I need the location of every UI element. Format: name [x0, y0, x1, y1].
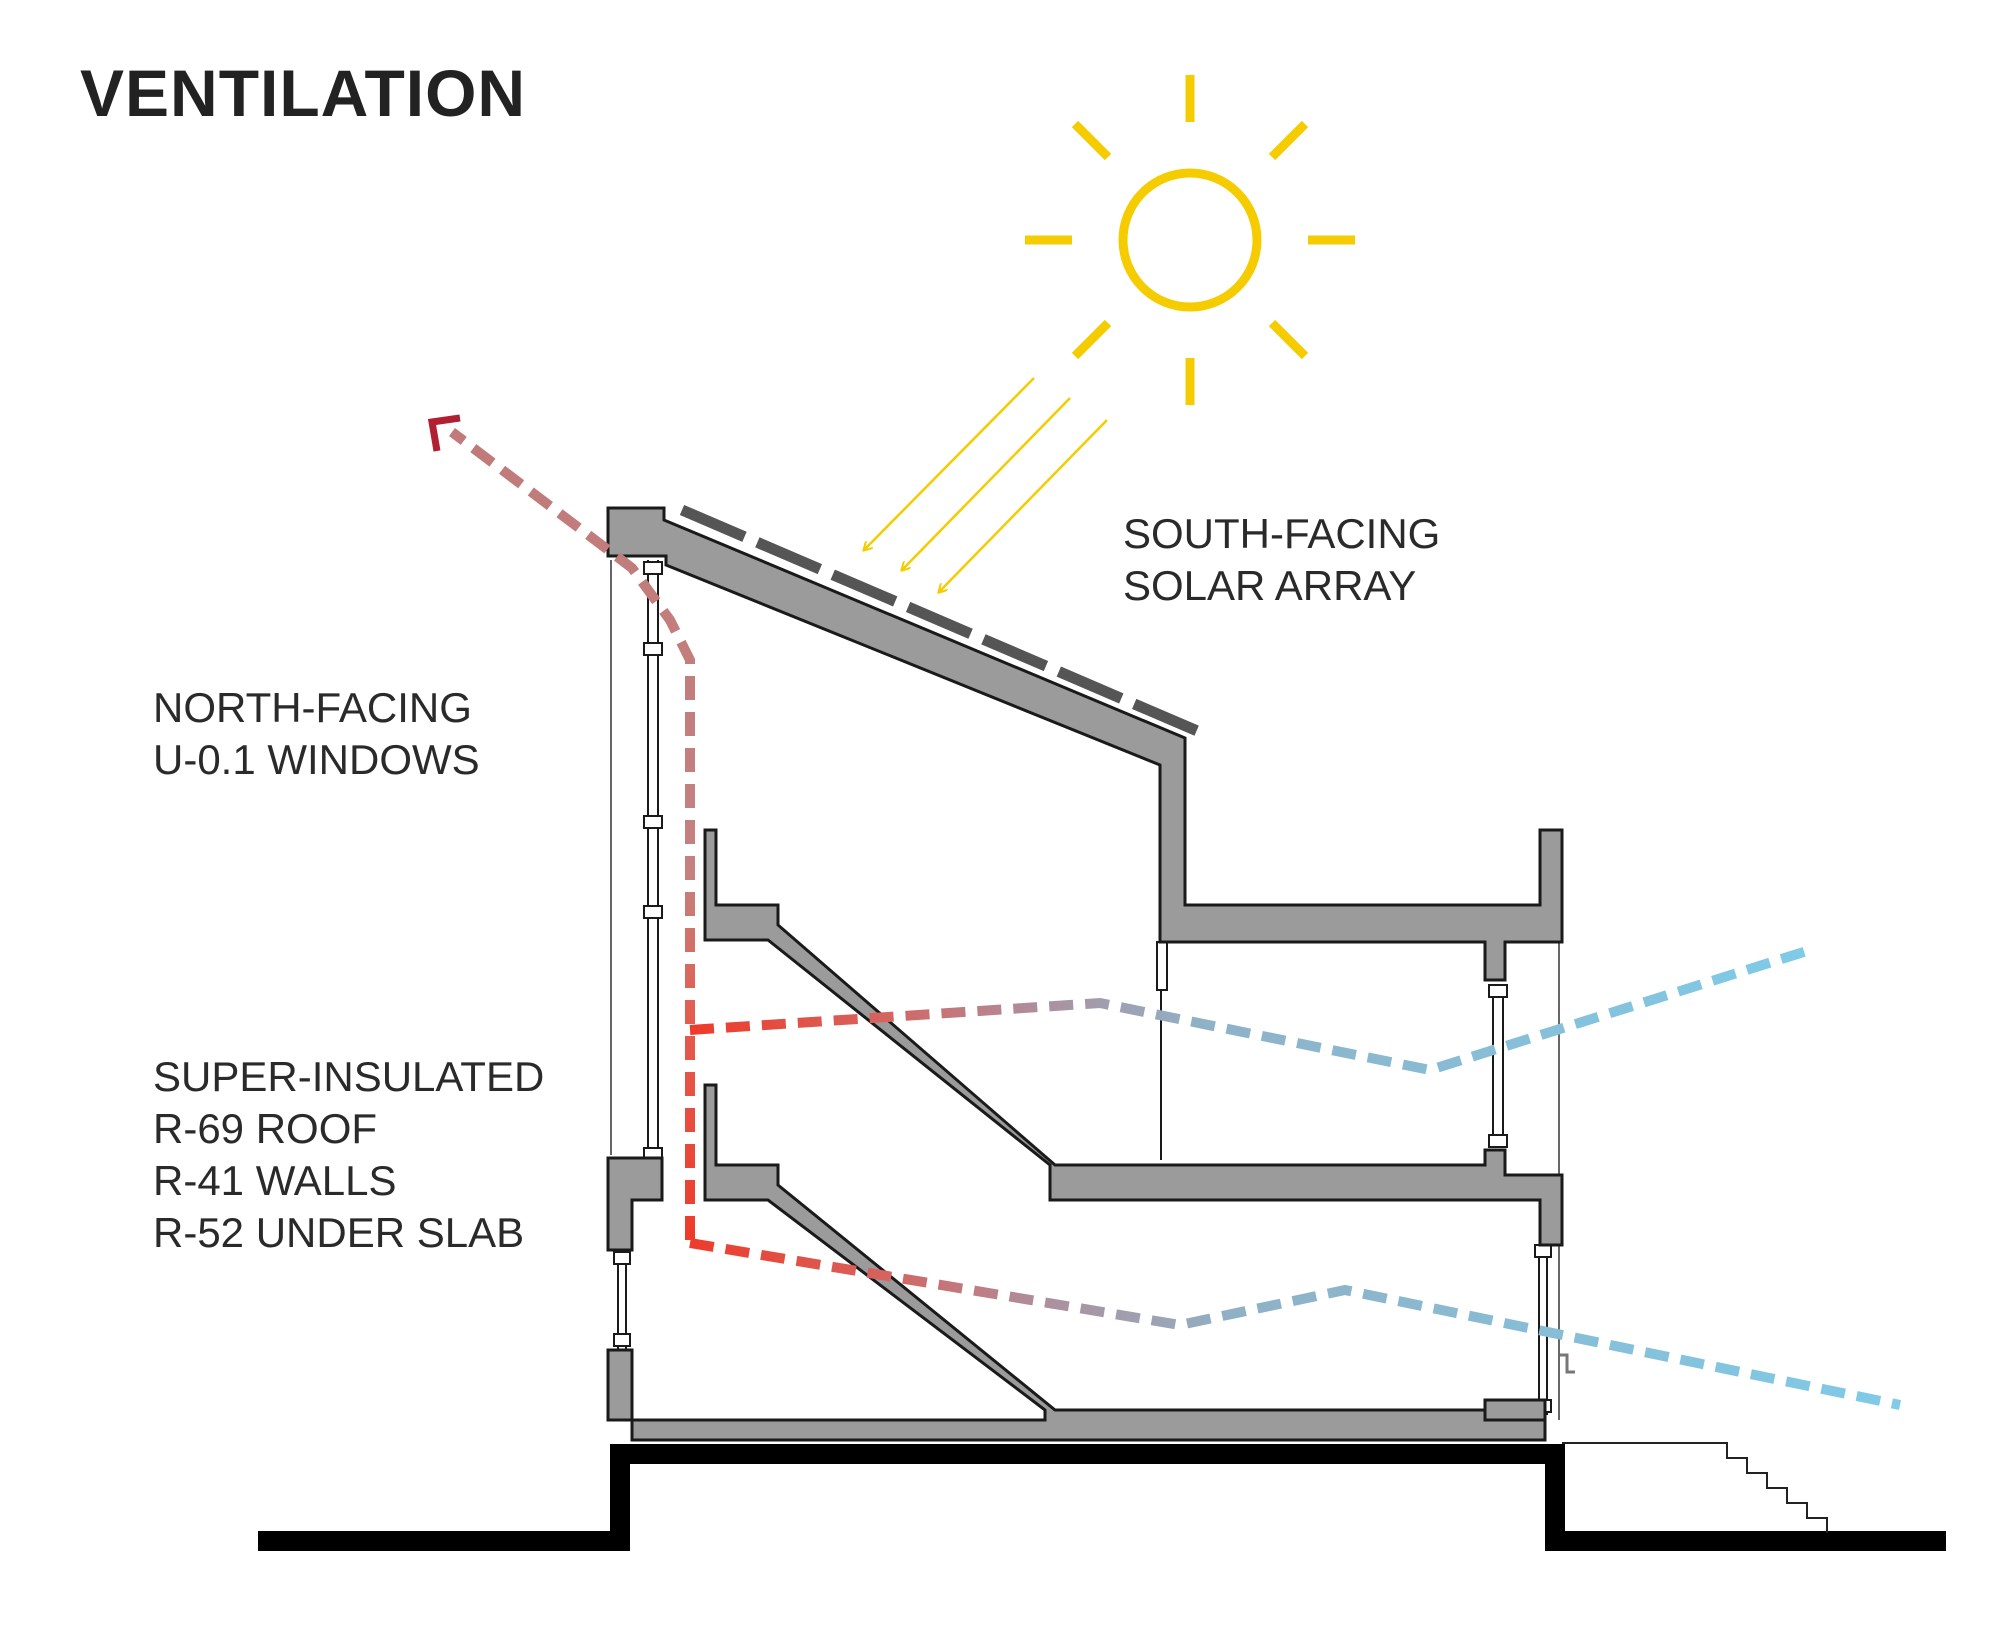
facade-lines: [610, 560, 1560, 1420]
arrow-icon: [864, 377, 1035, 550]
solar-array-label: SOUTH-FACING SOLAR ARRAY: [1123, 508, 1440, 612]
exterior-steps: [1562, 1442, 1828, 1533]
building-structure: [606, 506, 1564, 1442]
roof-slab: [606, 506, 1564, 982]
windows-label-line-2: U-0.1 WINDOWS: [153, 736, 480, 783]
south-windows: [1156, 940, 1552, 1415]
insulation-label-line-2: R-69 ROOF: [153, 1105, 378, 1152]
south-sill: [1483, 1398, 1547, 1422]
ground-line: [258, 1444, 1946, 1551]
solar-ray-arrows: [864, 377, 1108, 592]
exhaust-air-path: [448, 428, 695, 1240]
arrow-icon: [939, 419, 1108, 592]
solar-array: [679, 504, 1205, 739]
insulation-label-line-3: R-41 WALLS: [153, 1157, 397, 1204]
insulation-label-line-1: SUPER-INSULATED: [153, 1053, 545, 1100]
north-wall-block: [606, 1156, 664, 1252]
solar-label-line-2: SOLAR ARRAY: [1123, 562, 1417, 609]
gutter-detail: [1560, 1353, 1575, 1374]
upper-floor-air-path: [689, 945, 1812, 1076]
ground-wall: [606, 1348, 634, 1422]
diagram-title: VENTILATION: [80, 56, 527, 130]
windows-label-line-1: NORTH-FACING: [153, 684, 472, 731]
lower-stair: [609, 1083, 1547, 1442]
solar-label-line-1: SOUTH-FACING: [1123, 510, 1441, 557]
insulation-label: SUPER-INSULATED R-69 ROOF R-41 WALLS R-5…: [153, 1051, 544, 1259]
sun-icon: [1025, 75, 1355, 405]
arrow-icon: [902, 397, 1071, 570]
chevron-arrow-icon: [427, 414, 461, 452]
windows-label: NORTH-FACING U-0.1 WINDOWS: [153, 682, 480, 786]
upper-stair: [703, 828, 1564, 1247]
lower-floor-air-path: [689, 1238, 1902, 1410]
north-windows: [613, 560, 663, 1350]
insulation-label-line-4: R-52 UNDER SLAB: [153, 1209, 525, 1256]
